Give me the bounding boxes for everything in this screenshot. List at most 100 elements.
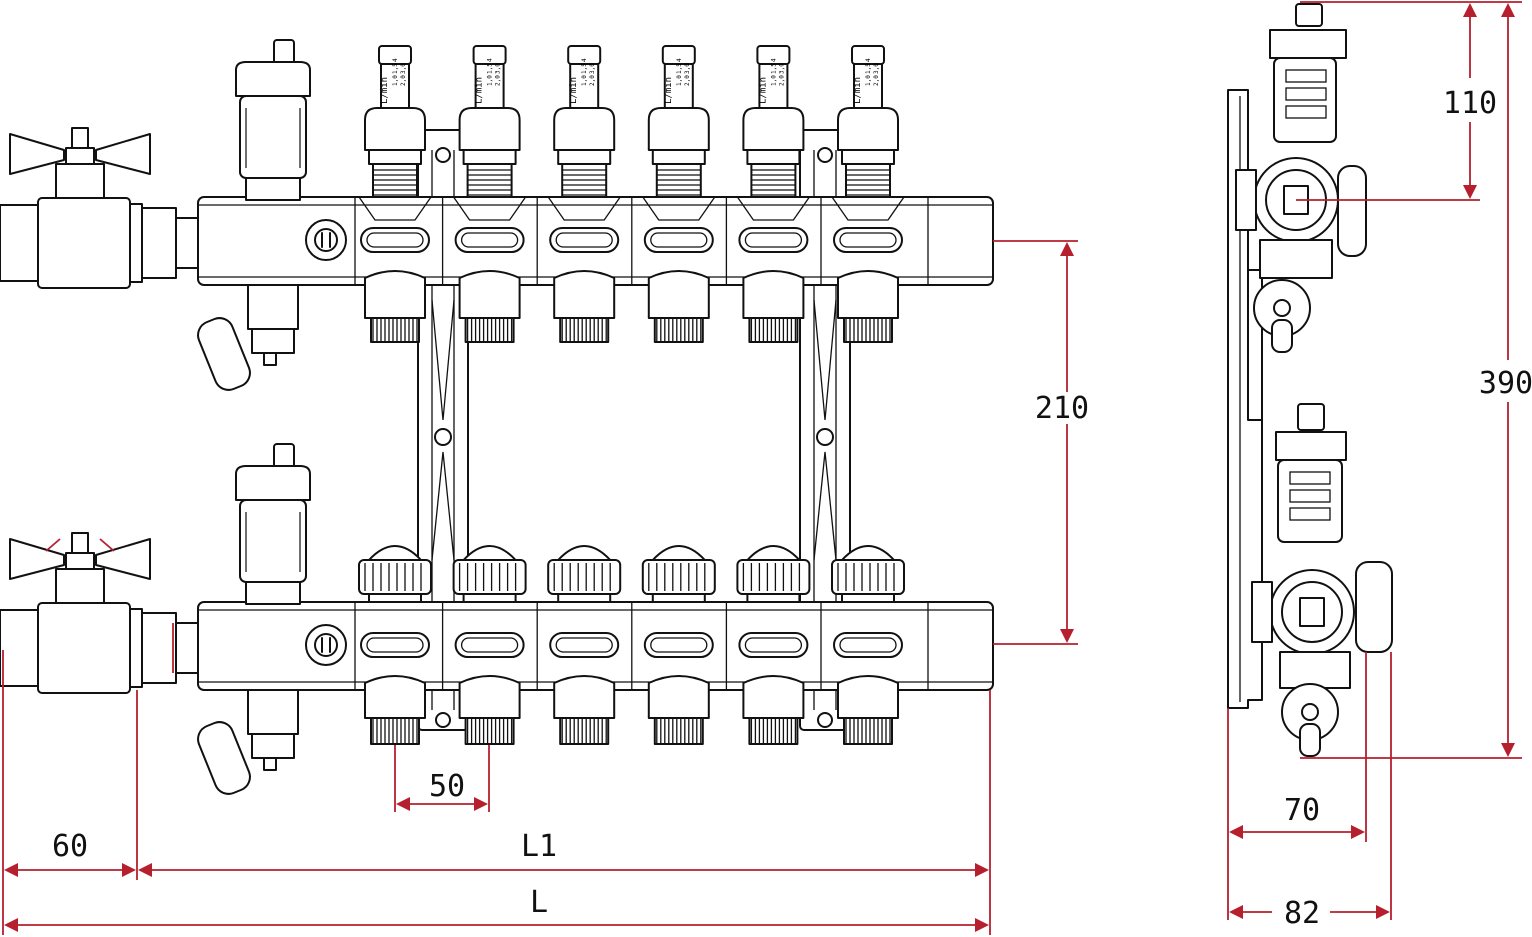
dimension-valve-length-label: 60 — [52, 829, 88, 864]
outlet-thread — [370, 317, 420, 343]
dimension-total-length-label: L — [530, 885, 548, 920]
dimension-spacing: 50 — [394, 745, 490, 812]
flowmeter-scale-label: 1,5 — [487, 63, 494, 74]
flowmeter-nut — [746, 149, 801, 165]
valve-circuit-3 — [536, 545, 622, 745]
outlet-thread — [559, 717, 610, 745]
valve-cap-dome — [462, 545, 517, 561]
bar-slot-inner — [555, 637, 613, 653]
flowmeter-scale-label: 1,0 — [392, 75, 399, 86]
outlet-thread — [653, 717, 704, 745]
valve-collar — [368, 593, 422, 603]
bar-slot-inner — [839, 637, 897, 653]
flowmeter-nut — [557, 149, 612, 165]
flowmeter-scale-label: 3,0 — [684, 63, 691, 74]
flowmeter-scale-label: 2,0 — [873, 75, 880, 86]
dimension-depth-small: 70 — [1227, 652, 1367, 842]
flowmeter-nut — [368, 149, 422, 165]
flowmeter-nut — [651, 149, 706, 165]
bar-slot-inner — [366, 637, 424, 653]
outlet-body — [837, 675, 899, 719]
side-view — [1227, 3, 1393, 757]
valve-knob — [452, 559, 527, 595]
bar-slot — [549, 632, 620, 658]
bar-slot — [454, 632, 525, 658]
outlet-thread — [748, 317, 799, 343]
bar-slot — [360, 227, 430, 253]
outlet-body — [364, 675, 426, 719]
dimension-top-to-axis-label: 110 — [1443, 86, 1497, 121]
valve-circuit-2 — [441, 545, 527, 745]
outlet-thread — [748, 717, 799, 745]
dimension-rail-height: 210 — [993, 240, 1089, 645]
flowmeter-scale-label: 1,0 — [676, 75, 683, 86]
flowmeter-scale-label: 1,0 — [581, 75, 588, 86]
dimension-body-length: 60 L1 — [2, 650, 991, 935]
air-vent-lower — [235, 443, 311, 605]
bar-slot-inner — [744, 232, 803, 248]
valve-knob — [831, 559, 905, 595]
flowmeter-body — [837, 107, 899, 151]
dimension-depth-small-label: 70 — [1284, 793, 1320, 828]
flowmeter-scale-label: 1,5 — [676, 63, 683, 74]
valve-knob — [547, 559, 622, 595]
ball-valve-lower — [0, 532, 199, 694]
flowmeter-scale-label: 4 — [487, 58, 494, 62]
flowmeter-unit-label: L/min — [380, 77, 390, 104]
dimension-depth-large-label: 82 — [1284, 896, 1320, 931]
bar-slot — [738, 227, 809, 253]
flowmeter-scale-label: 3,0 — [589, 63, 596, 74]
flowmeter-scale-label: 1,5 — [865, 63, 872, 74]
valve-circuit-1 — [358, 545, 432, 745]
flowmeter-scale-label: 1,0 — [487, 75, 494, 86]
dimension-top-to-axis: 110 — [1296, 1, 1497, 201]
flowmeter-scale-label: 1,5 — [770, 63, 777, 74]
valve-cap-dome — [368, 545, 422, 561]
flowmeter-unit-label: L/min — [853, 77, 863, 104]
flowmeter-scale-label: 2,0 — [589, 75, 596, 86]
bar-slot-inner — [744, 637, 803, 653]
flowmeter-tube — [380, 63, 410, 109]
dimension-rail-height-label: 210 — [1035, 391, 1089, 426]
drain-valve-upper — [197, 284, 299, 391]
outlet-body — [458, 270, 521, 319]
flowmeter-unit-label: L/min — [758, 77, 768, 104]
valve-collar — [462, 593, 517, 603]
valve-circuit-5 — [725, 545, 811, 745]
bar-slot-inner — [366, 232, 424, 248]
outlet-body — [742, 270, 805, 319]
bar-slot-inner — [650, 232, 708, 248]
outlet-body — [553, 675, 616, 719]
dimension-overall-height: 390 — [1300, 1, 1532, 759]
bar-slot — [549, 227, 620, 253]
bar-boss — [358, 196, 432, 221]
flowmeter-scale-label: 1,0 — [865, 75, 872, 86]
bar-slot — [643, 632, 714, 658]
flowmeter-scale-label: 2,0 — [684, 75, 691, 86]
outlet-body — [553, 270, 616, 319]
outlet-thread — [370, 717, 420, 745]
valve-collar — [557, 593, 612, 603]
flowmeter-scale-label: 1,5 — [392, 63, 399, 74]
valve-circuit-4 — [631, 545, 716, 745]
flowmeter-scale-label: 4 — [676, 58, 683, 62]
outlet-body — [458, 675, 521, 719]
outlet-thread — [464, 317, 515, 343]
bar-slot-inner — [460, 637, 519, 653]
valve-collar — [841, 593, 895, 603]
flowmeter-unit-label: L/min — [569, 77, 579, 104]
valve-knob — [358, 559, 432, 595]
flowmeter-scale-label: 2,0 — [400, 75, 407, 86]
bar-slot-inner — [839, 232, 897, 248]
bar-boss — [736, 196, 810, 221]
flowmeter-tube — [758, 63, 789, 109]
bar-boss — [831, 196, 905, 221]
bar-slot — [833, 632, 903, 658]
dimension-overall-height-label: 390 — [1479, 366, 1532, 401]
